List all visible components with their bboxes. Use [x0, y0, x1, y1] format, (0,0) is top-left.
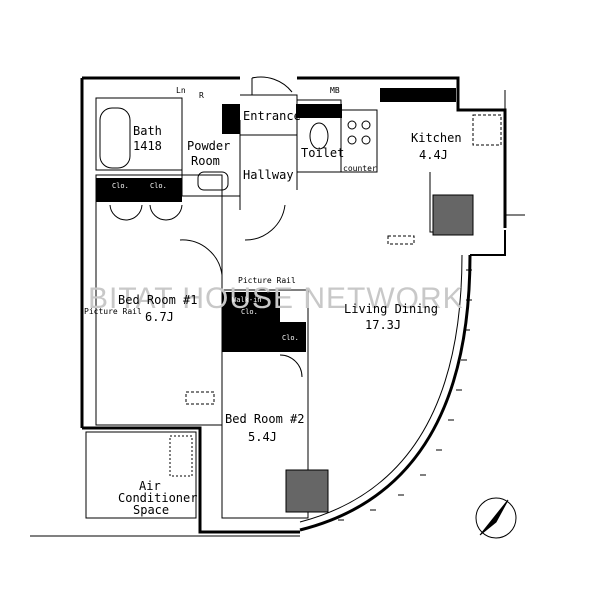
bedroom1-door: [179, 239, 223, 276]
powder-room-label-1: Powder: [187, 139, 231, 153]
kitchen-size: 4.4J: [419, 148, 448, 162]
clo-label-2: Clo.: [150, 182, 167, 190]
bathtub: [99, 107, 131, 169]
mb-label: MB: [330, 86, 340, 95]
powder-room-label-2: Room: [191, 154, 220, 168]
entrance-label: Entrance: [243, 109, 301, 123]
air-conditioner-label-3: Space: [133, 503, 170, 517]
picture-rail-label-1: Picture Rail: [238, 276, 296, 285]
walk-in-label: Walk-in: [232, 296, 262, 304]
bath-size: 1418: [133, 139, 162, 153]
counter-label: counter: [343, 164, 377, 173]
toilet-label: Toilet: [301, 146, 345, 160]
walk-in-clo-label: Clo.: [241, 308, 258, 316]
air-conditioner-outline: [85, 431, 197, 519]
kitchen-label: Kitchen: [411, 131, 462, 145]
clo-label-1: Clo.: [112, 182, 129, 190]
pipe-space-kitchen: [432, 194, 474, 236]
watermark: BITAT HOUSE NETWORK: [88, 282, 464, 315]
curved-wall-inner: [299, 254, 463, 523]
counter-outline: [340, 109, 378, 173]
air-conditioner-label-1: Air: [139, 479, 161, 493]
bath-label: Bath: [133, 124, 162, 138]
compass: [475, 497, 517, 539]
picture-rail-label-2: Picture Rail: [84, 307, 142, 316]
hallway-door: [244, 204, 286, 241]
r-label: R: [199, 91, 204, 100]
outer-wall-bottom: [82, 426, 300, 534]
living-dining-size: 17.3J: [365, 318, 402, 332]
bedroom1-label: Bed Room #1: [118, 293, 198, 307]
bedroom2-label: Bed Room #2: [225, 412, 305, 426]
air-conditioner-label-2: Conditioner: [118, 491, 198, 505]
hallway-label: Hallway: [243, 168, 294, 182]
entrance-door: [251, 76, 293, 93]
toilet-bowl: [309, 122, 329, 150]
curved-wall-outer: [299, 254, 472, 532]
sink: [197, 171, 229, 191]
balcony-line: [504, 90, 525, 216]
bedroom2-door: [279, 354, 303, 378]
fridge-space: [472, 114, 502, 146]
balcony-edge: [470, 230, 506, 256]
bedroom2-size: 5.4J: [248, 430, 277, 444]
bedroom1-size: 6.7J: [145, 310, 174, 324]
ln-label: Ln: [176, 86, 186, 95]
clo-label-3: Clo.: [282, 334, 299, 342]
pipe-space-bedroom2: [285, 469, 329, 513]
living-dining-label: Living Dining: [344, 302, 438, 316]
bedroom2-outline: [221, 289, 309, 519]
